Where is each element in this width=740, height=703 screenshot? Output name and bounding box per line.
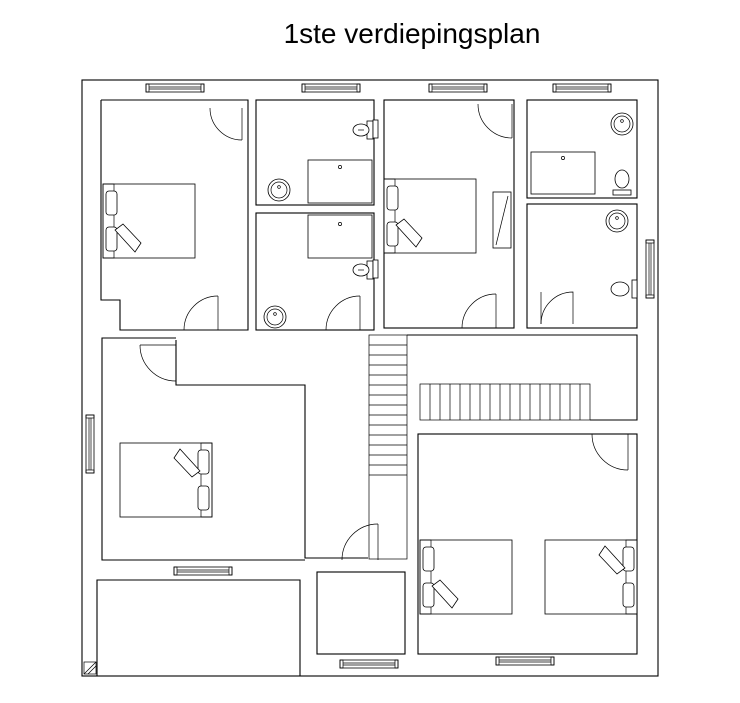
sink-icon — [267, 178, 291, 202]
staircase-icon — [419, 383, 591, 421]
duct-hatch — [83, 661, 97, 675]
door-swing-icon — [341, 523, 379, 561]
double-bed-icon — [544, 539, 638, 615]
bedroom-1-walls — [100, 99, 249, 331]
window-icon — [85, 414, 95, 474]
door-swing-icon — [139, 344, 177, 382]
door-swing-icon — [591, 433, 629, 471]
window-icon — [173, 566, 233, 576]
double-bed-icon — [383, 178, 477, 254]
double-bed-icon — [102, 183, 196, 259]
toilet-icon — [612, 169, 632, 196]
toilet-icon — [610, 279, 638, 299]
window-icon — [145, 83, 205, 93]
door-swing-icon — [540, 291, 574, 325]
shower-tray-icon — [307, 159, 373, 204]
door-swing-icon — [209, 107, 243, 141]
shower-tray-icon — [530, 151, 596, 195]
door-swing-icon — [183, 295, 219, 331]
bottom-left-room-walls — [96, 579, 301, 676]
hallway-walls — [175, 340, 368, 559]
shower-tray-icon — [307, 214, 373, 259]
window-icon — [428, 83, 488, 93]
toilet-icon — [352, 260, 374, 280]
bathroom-4-walls — [526, 203, 638, 329]
storage-room-walls — [316, 571, 406, 655]
bathroom-3-walls — [526, 99, 638, 199]
toilet-icon — [352, 120, 374, 140]
door-swing-icon — [477, 103, 513, 139]
staircase-treads — [429, 384, 581, 420]
door-swing-icon — [325, 295, 361, 331]
plan-title: 1ste verdiepingsplan — [283, 18, 541, 49]
staircase-icon — [368, 334, 408, 560]
sink-icon — [263, 305, 287, 329]
double-bed-icon — [419, 539, 513, 615]
window-icon — [552, 83, 612, 93]
window-icon — [495, 656, 555, 666]
sink-icon — [610, 112, 634, 136]
bedroom-3-walls — [101, 337, 305, 561]
staircase-treads — [369, 344, 407, 476]
door-swing-icon — [461, 293, 497, 329]
sink-icon — [605, 209, 629, 233]
window-icon — [339, 659, 399, 669]
double-bed-icon — [119, 442, 213, 518]
window-icon — [301, 83, 361, 93]
bathroom-1-walls — [255, 99, 375, 206]
outer-wall — [81, 79, 659, 677]
window-icon — [645, 239, 655, 299]
